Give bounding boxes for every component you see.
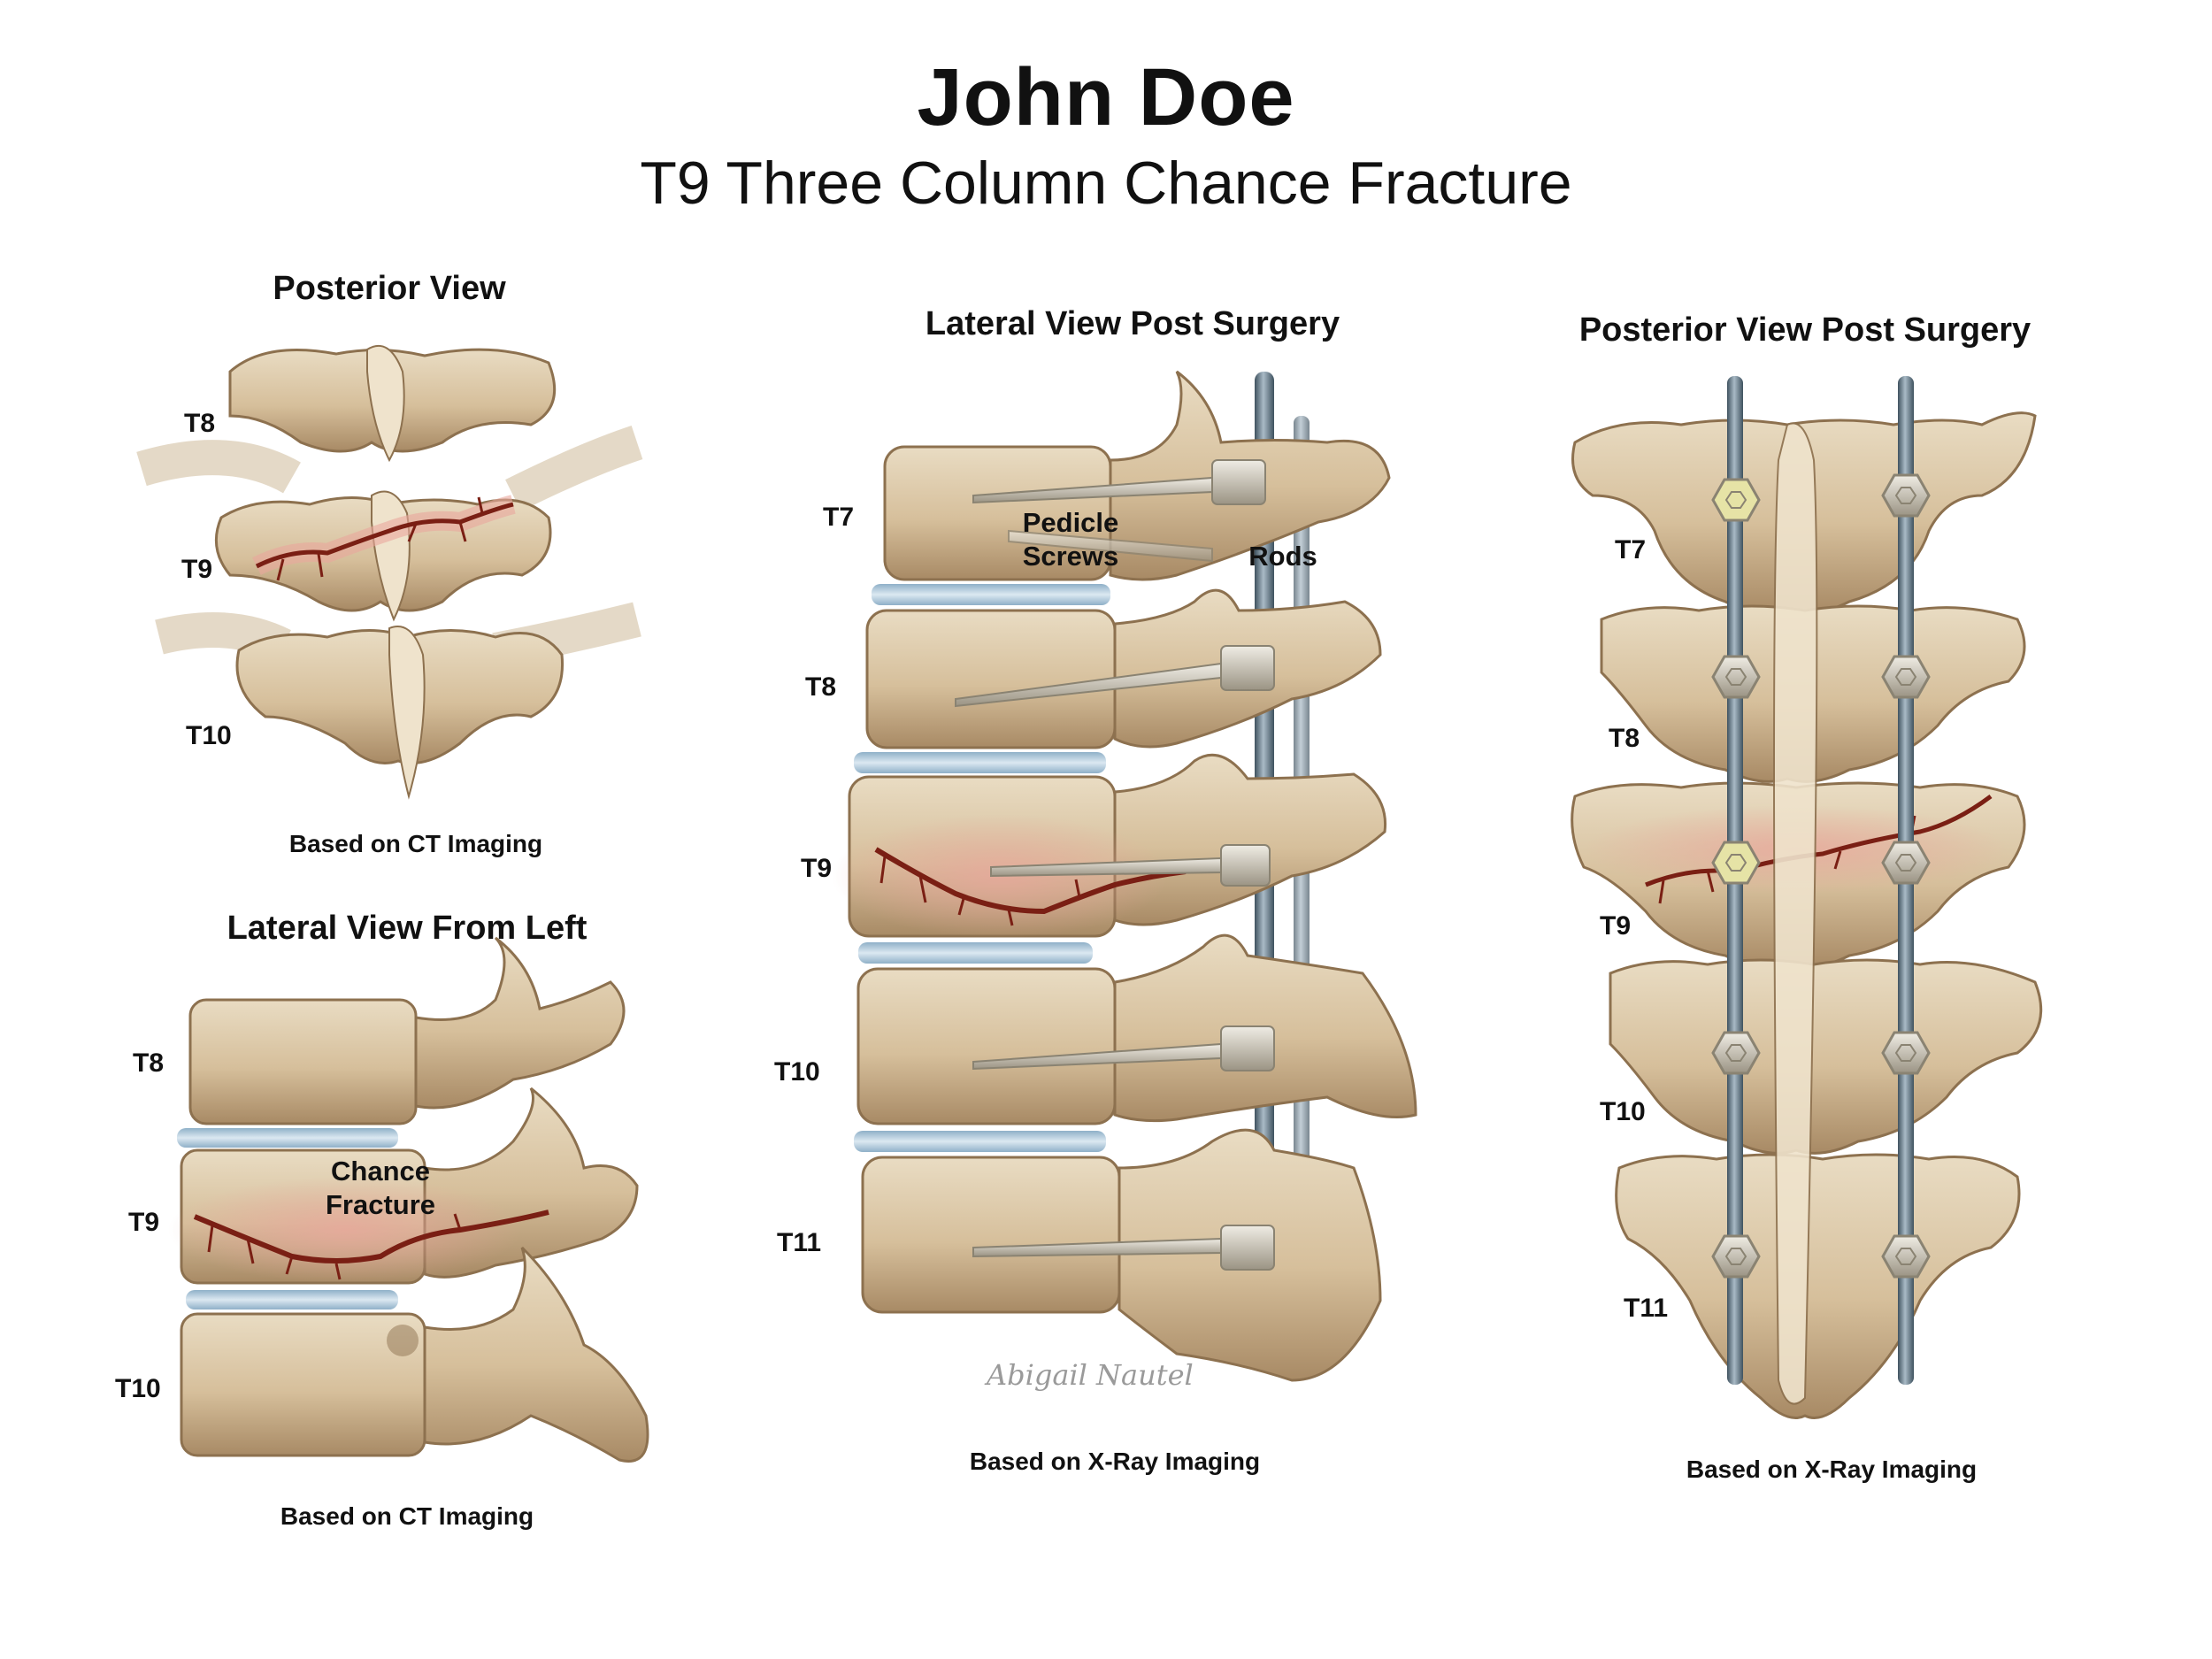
level-label-t10: T10 [186,721,232,750]
lateral-post-surgery-caption: Based on X-Ray Imaging [969,1448,1261,1475]
posterior-view-title: Posterior View [273,270,506,307]
level-label-t10: T10 [774,1057,820,1087]
pedicle-screws [955,459,1275,1271]
level-label-t7: T7 [823,503,855,532]
patient-name: John Doe [917,52,1295,142]
level-label-t8: T8 [1609,724,1640,753]
posterior-post-surgery-title: Posterior View Post Surgery [1578,311,2032,349]
level-label-t9: T9 [181,555,213,584]
posterior-post-surgery-caption: Based on X-Ray Imaging [1686,1455,1978,1483]
level-label-t8: T8 [133,1048,165,1078]
level-label-t9: T9 [1600,911,1632,941]
lateral-left-caption: Based on CT Imaging [280,1502,534,1530]
rods-annotation: Rods [1248,541,1317,572]
level-label-t11: T11 [1624,1294,1669,1323]
lateral-view-left-illustration [168,936,649,1463]
artist-signature: Abigail Nautel [987,1358,1194,1392]
level-label-t10: T10 [115,1374,161,1403]
level-label-t8: T8 [184,409,216,438]
screw-heads [1711,473,1931,1279]
level-label-t8: T8 [805,672,837,702]
posterior-post-surgery-illustration [1571,376,2043,1419]
chance-fracture-annotation: Chance Fracture [325,1156,436,1220]
lateral-post-surgery-title: Lateral View Post Surgery [925,305,1340,342]
level-label-t9: T9 [128,1208,160,1237]
level-label-t10: T10 [1600,1097,1646,1126]
level-label-t11: T11 [777,1228,822,1257]
lateral-left-title: Lateral View From Left [227,910,588,947]
posterior-view-illustration [136,344,643,800]
level-label-t7: T7 [1615,535,1647,565]
pedicle-screws-annotation: Pedicle Screws [1022,507,1119,572]
diagnosis-title: T9 Three Column Chance Fracture [640,150,1572,217]
lateral-post-surgery-illustration [832,370,1417,1382]
posterior-view-caption: Based on CT Imaging [288,830,543,857]
level-label-t9: T9 [801,854,833,883]
